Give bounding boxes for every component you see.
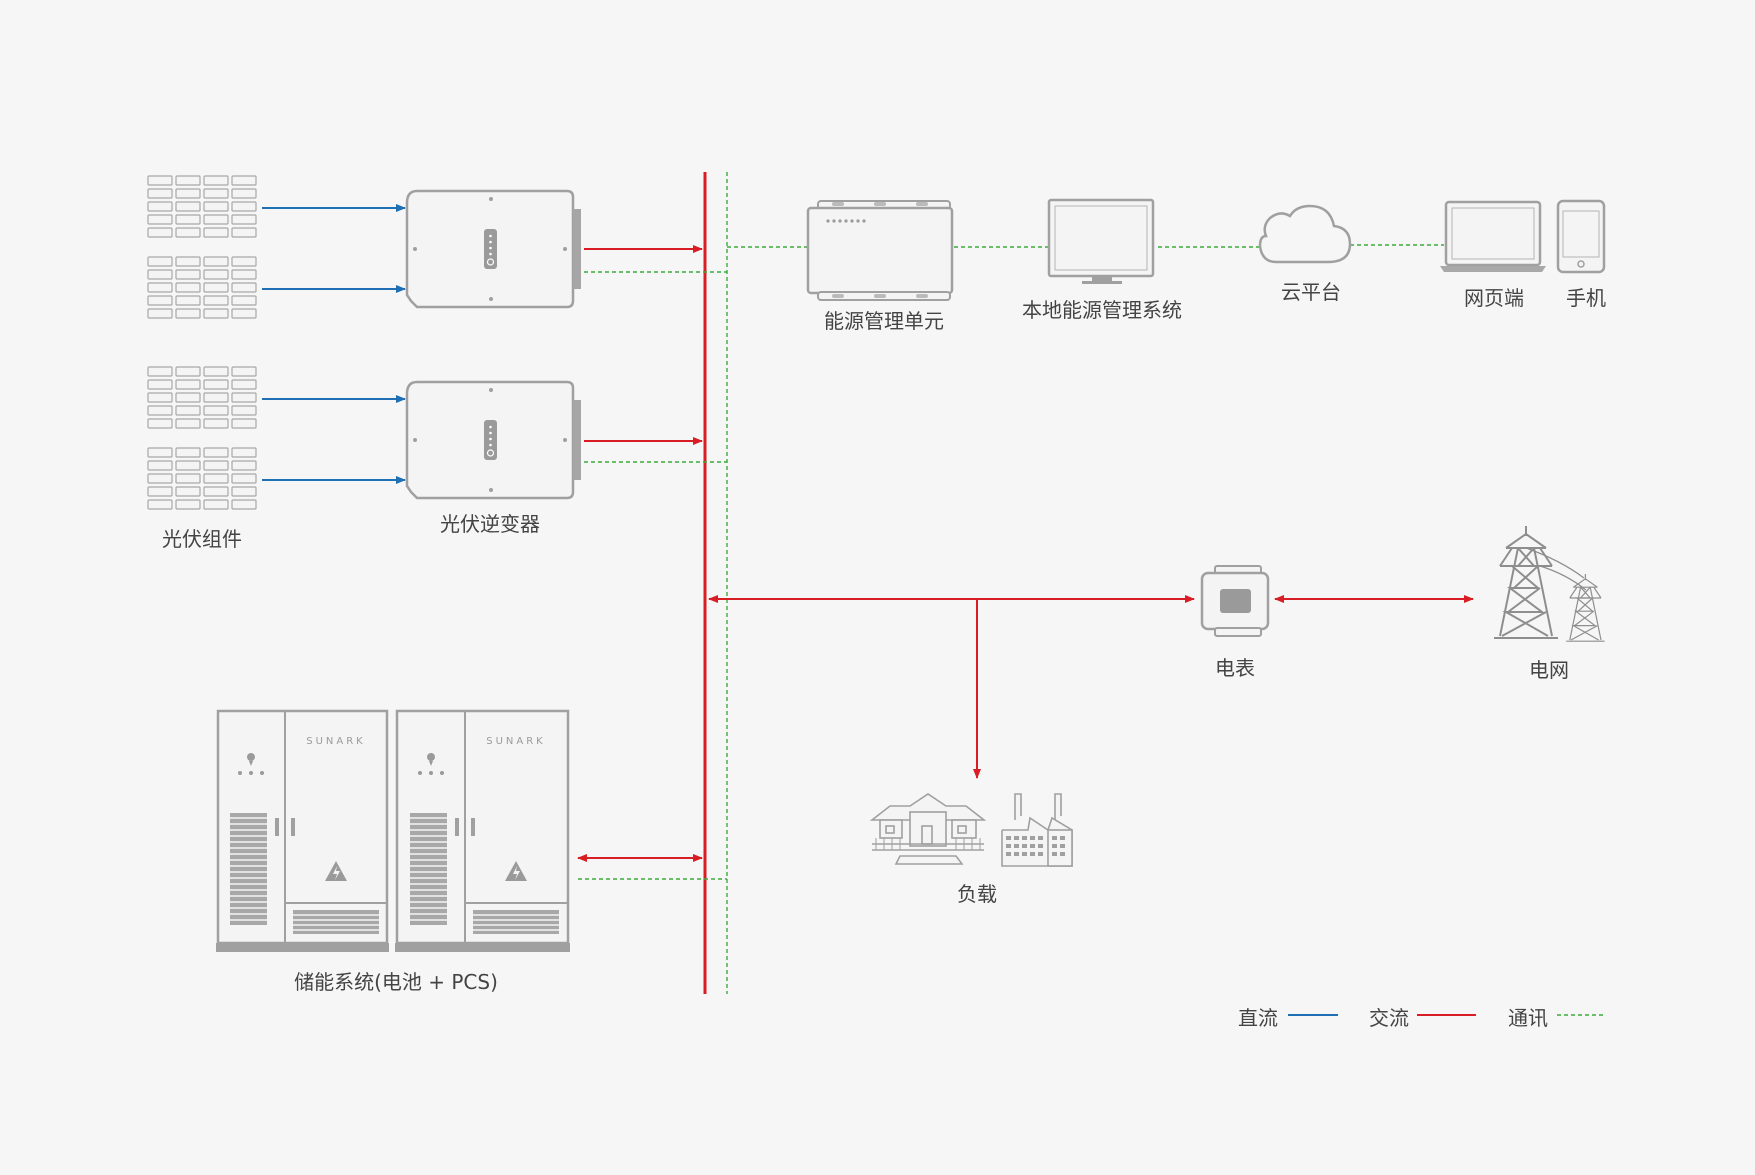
legend-dc-label: 直流	[1238, 1006, 1278, 1030]
factory-icon	[1001, 793, 1073, 867]
solar-panel-icon	[147, 256, 257, 319]
mobile-label: 手机	[1566, 286, 1606, 310]
web-label: 网页端	[1464, 286, 1524, 310]
cloud-label: 云平台	[1281, 280, 1341, 304]
load-label: 负载	[957, 882, 997, 906]
phone-icon	[1556, 199, 1606, 274]
monitor-icon	[1047, 198, 1155, 284]
meter-icon	[1200, 565, 1270, 637]
pv-modules-label: 光伏组件	[162, 527, 242, 551]
ems-unit-icon	[806, 200, 954, 301]
svg-text:SUNARK: SUNARK	[306, 736, 366, 747]
cloud-icon	[1258, 204, 1352, 264]
legend-comm-label: 通讯	[1508, 1006, 1548, 1030]
svg-text:SUNARK: SUNARK	[486, 736, 546, 747]
battery-cabinet-icon: SUNARK	[395, 709, 570, 952]
meter-label: 电表	[1215, 656, 1255, 680]
inverter-icon	[405, 189, 583, 309]
power-tower-icon	[1493, 525, 1559, 639]
local-ems-label: 本地能源管理系统	[1022, 298, 1182, 322]
pv-inverter-label: 光伏逆变器	[440, 512, 540, 536]
ems-unit-label: 能源管理单元	[824, 309, 944, 333]
laptop-icon	[1440, 200, 1546, 272]
legend-ac-label: 交流	[1369, 1006, 1409, 1030]
house-icon	[869, 793, 987, 865]
solar-panel-icon	[147, 366, 257, 429]
battery-cabinet-icon: SUNARK	[216, 709, 389, 952]
solar-panel-icon	[147, 447, 257, 510]
inverter-icon	[405, 380, 583, 500]
grid-label: 电网	[1529, 658, 1569, 682]
storage-label: 储能系统(电池 + PCS)	[294, 970, 498, 994]
power-tower-icon	[1565, 573, 1606, 642]
solar-panel-icon	[147, 175, 257, 238]
